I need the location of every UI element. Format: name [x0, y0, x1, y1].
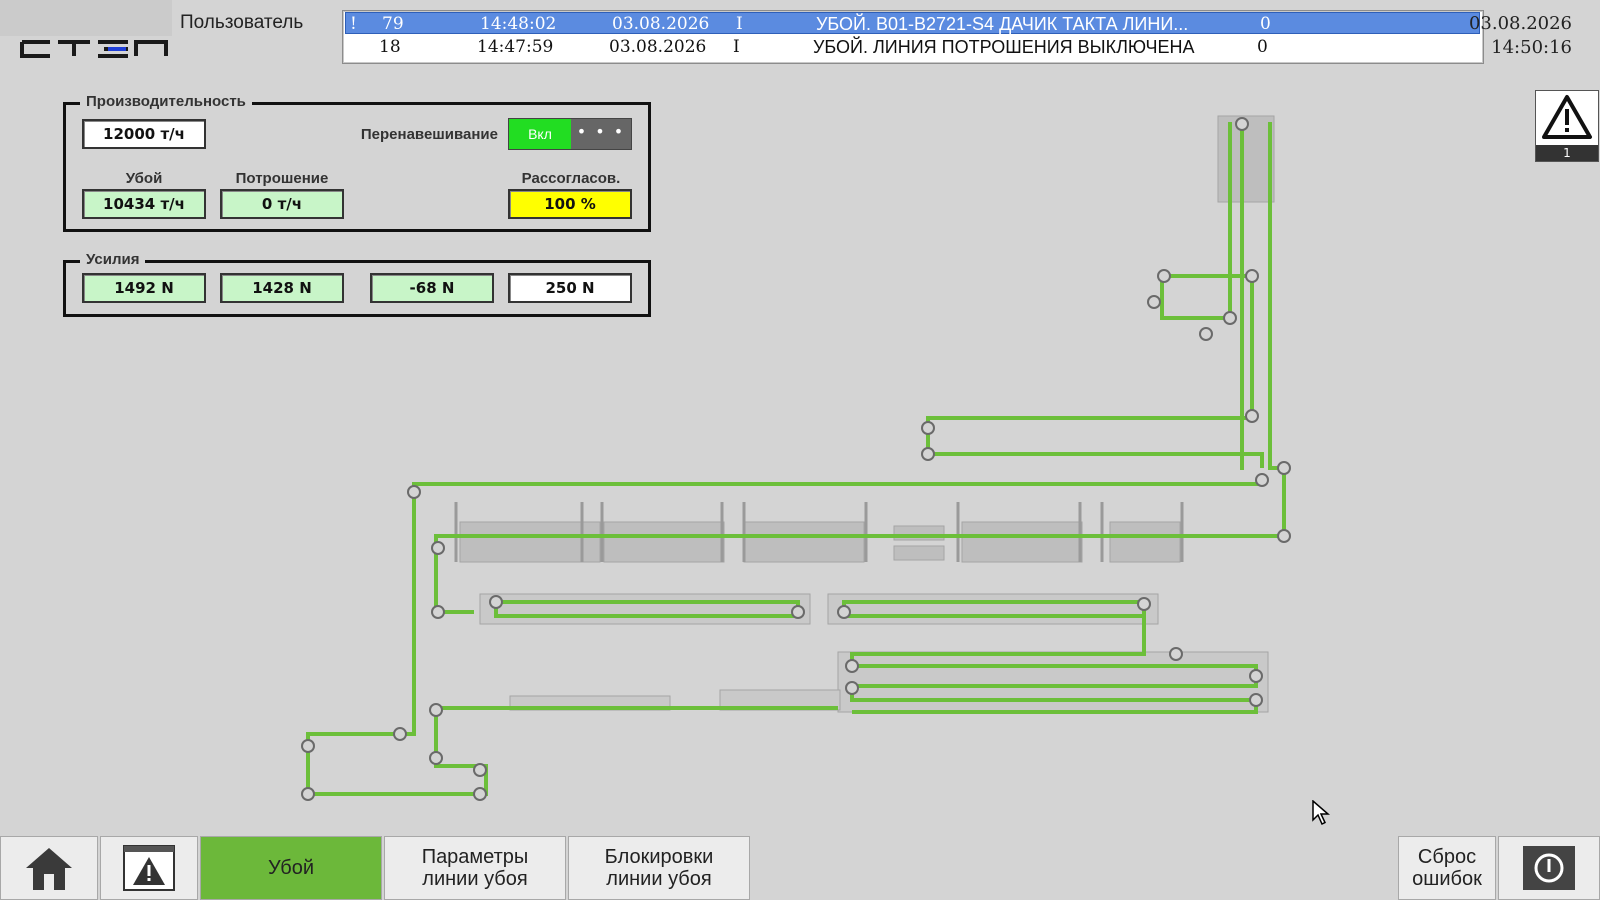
- alarm-window-icon: [123, 845, 175, 891]
- alarm-list[interactable]: ! 79 14:48:02 03.08.2026 I УБОЙ. B01-B27…: [342, 10, 1484, 64]
- warning-triangle-icon: [1542, 95, 1592, 139]
- warning-indicator[interactable]: 1: [1535, 90, 1599, 162]
- home-button[interactable]: [0, 836, 98, 900]
- performance-title: Производительность: [80, 93, 252, 110]
- alarm-row[interactable]: ! 79 14:48:02 03.08.2026 I УБОЙ. B01-B27…: [345, 12, 1480, 34]
- alarm-window-button[interactable]: [100, 836, 198, 900]
- alarm-flag: !: [350, 14, 357, 34]
- slaughter-rate-field: 10434 т/ч: [82, 189, 206, 219]
- sprocket-wheels: [301, 117, 1291, 801]
- clock-time: 14:50:16: [1491, 37, 1572, 58]
- reset-errors-button[interactable]: Сброс ошибок: [1398, 836, 1496, 900]
- equipment-blocks: [459, 115, 1275, 713]
- reset-line2: ошибок: [1412, 868, 1482, 890]
- clock-date: 03.08.2026: [1468, 13, 1572, 34]
- nav-locks-line2: линии убоя: [606, 868, 712, 890]
- rehang-menu-button[interactable]: • • •: [571, 119, 631, 149]
- alarm-time: 14:47:59: [477, 37, 554, 57]
- alarm-type: I: [733, 37, 740, 57]
- rehang-toggle[interactable]: Вкл • • •: [508, 118, 632, 150]
- logo: [20, 34, 190, 62]
- alarm-value: 0: [1260, 14, 1271, 34]
- home-icon: [26, 848, 72, 890]
- alarm-row[interactable]: 18 14:47:59 03.08.2026 I УБОЙ. ЛИНИЯ ПОТ…: [343, 36, 1483, 58]
- nav-locks-line1: Блокировки: [604, 846, 714, 868]
- alarm-text: УБОЙ. B01-B2721-S4 ДАЧИК ТАКТА ЛИНИ...: [816, 14, 1189, 34]
- reset-line1: Сброс: [1417, 846, 1477, 868]
- alarm-number: 18: [379, 37, 401, 57]
- rehang-label: Перенавешивание: [360, 126, 498, 143]
- evisceration-label: Потрошение: [235, 170, 329, 187]
- evisceration-rate-field: 0 т/ч: [220, 189, 344, 219]
- forces-group: Усилия: [63, 251, 651, 317]
- alarm-number: 79: [382, 14, 404, 34]
- force-field-2: 1428 N: [220, 273, 344, 303]
- alarm-time: 14:48:02: [480, 14, 557, 34]
- slaughter-label: Убой: [125, 170, 163, 187]
- nav-slaughter-button[interactable]: Убой: [200, 836, 382, 900]
- mismatch-field: 100 %: [508, 189, 632, 219]
- alarm-date: 03.08.2026: [609, 37, 707, 57]
- force-field-3: -68 N: [370, 273, 494, 303]
- performance-group: Производительность: [63, 93, 651, 232]
- nav-line-locks-button[interactable]: Блокировки линии убоя: [568, 836, 750, 900]
- rehang-state[interactable]: Вкл: [509, 119, 571, 149]
- header-blank-area: [0, 0, 172, 36]
- nav-line-params-button[interactable]: Параметры линии убоя: [384, 836, 566, 900]
- force-field-1: 1492 N: [82, 273, 206, 303]
- nav-params-line1: Параметры: [421, 846, 529, 868]
- clock: 03.08.2026 14:50:16: [1469, 12, 1572, 60]
- power-button[interactable]: [1498, 836, 1600, 900]
- power-icon: [1523, 846, 1575, 890]
- alarm-text: УБОЙ. ЛИНИЯ ПОТРОШЕНИЯ ВЫКЛЮЧЕНА: [813, 37, 1195, 57]
- setpoint-field[interactable]: 12000 т/ч: [82, 119, 206, 149]
- forces-title: Усилия: [80, 251, 146, 268]
- force-setpoint-field[interactable]: 250 N: [508, 273, 632, 303]
- user-label[interactable]: Пользователь: [180, 12, 304, 33]
- mouse-cursor-icon: [1312, 800, 1330, 826]
- alarm-value: 0: [1257, 37, 1268, 57]
- nav-params-line2: линии убоя: [422, 868, 528, 890]
- alarm-date: 03.08.2026: [612, 14, 710, 34]
- alarm-type: I: [736, 14, 743, 34]
- warning-count: 1: [1536, 145, 1598, 161]
- mismatch-label: Рассогласов.: [521, 170, 621, 187]
- equipment-posts: [454, 502, 1184, 562]
